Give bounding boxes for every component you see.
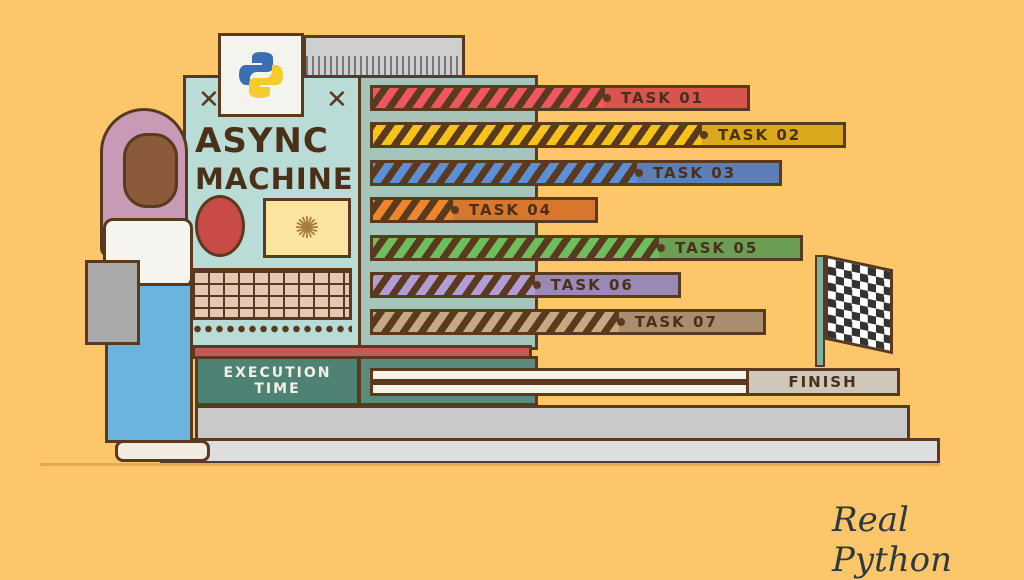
task-bar: TASK 04	[370, 197, 598, 223]
task-label: TASK 05	[657, 238, 800, 258]
finish-text: FINISH	[788, 373, 858, 391]
task-label: TASK 03	[634, 163, 779, 183]
spinner-icon: ✺	[294, 210, 320, 246]
task-bar: TASK 07	[370, 309, 766, 335]
character-face	[123, 133, 178, 208]
task-progress-stripes	[373, 312, 619, 332]
x-mark-icon: ✕	[198, 85, 220, 115]
red-button[interactable]	[195, 195, 245, 257]
ground-line	[40, 463, 940, 466]
task-bar: TASK 02	[370, 122, 846, 148]
loading-screen: ✺	[263, 198, 351, 258]
checkered-flag-icon	[825, 254, 893, 355]
real-python-logo: Real Python	[832, 500, 1024, 580]
finish-label: FINISH	[746, 371, 897, 393]
python-logo-icon	[239, 52, 283, 98]
task-progress-stripes	[373, 275, 535, 295]
task-progress-stripes	[373, 200, 453, 220]
machine-top-vent	[303, 35, 465, 80]
task-bar: TASK 03	[370, 160, 782, 186]
platform	[195, 405, 910, 441]
character	[85, 108, 215, 468]
flag-pole	[815, 255, 825, 367]
execution-time-bar: FINISH	[370, 368, 900, 396]
task-label: TASK 01	[602, 88, 747, 108]
task-label: TASK 02	[700, 125, 843, 145]
task-label: TASK 04	[450, 200, 595, 220]
task-bar: TASK 01	[370, 85, 750, 111]
task-bar: TASK 06	[370, 272, 681, 298]
indicator-dots	[192, 325, 352, 333]
task-label: TASK 06	[532, 275, 678, 295]
character-shoes	[115, 440, 210, 462]
platform-base	[160, 438, 940, 464]
task-bar: TASK 05	[370, 235, 803, 261]
task-progress-stripes	[373, 238, 660, 258]
python-logo-box	[218, 33, 304, 117]
title-line-2: MACHINE	[195, 162, 354, 196]
task-label: TASK 07	[616, 312, 763, 332]
task-progress-stripes	[373, 88, 605, 108]
x-mark-icon: ✕	[326, 85, 348, 115]
execution-time-label: EXECUTION TIME	[223, 365, 332, 397]
machine-title: ASYNC MACHINE	[195, 122, 354, 198]
execution-time-panel: EXECUTION TIME	[195, 356, 360, 406]
task-progress-stripes	[373, 125, 702, 145]
task-progress-stripes	[373, 163, 637, 183]
laptop	[85, 260, 140, 345]
brand-name: Real Python	[832, 500, 953, 580]
title-line-1: ASYNC	[195, 121, 329, 161]
execution-progress-line	[373, 379, 748, 385]
keypad	[190, 268, 352, 320]
